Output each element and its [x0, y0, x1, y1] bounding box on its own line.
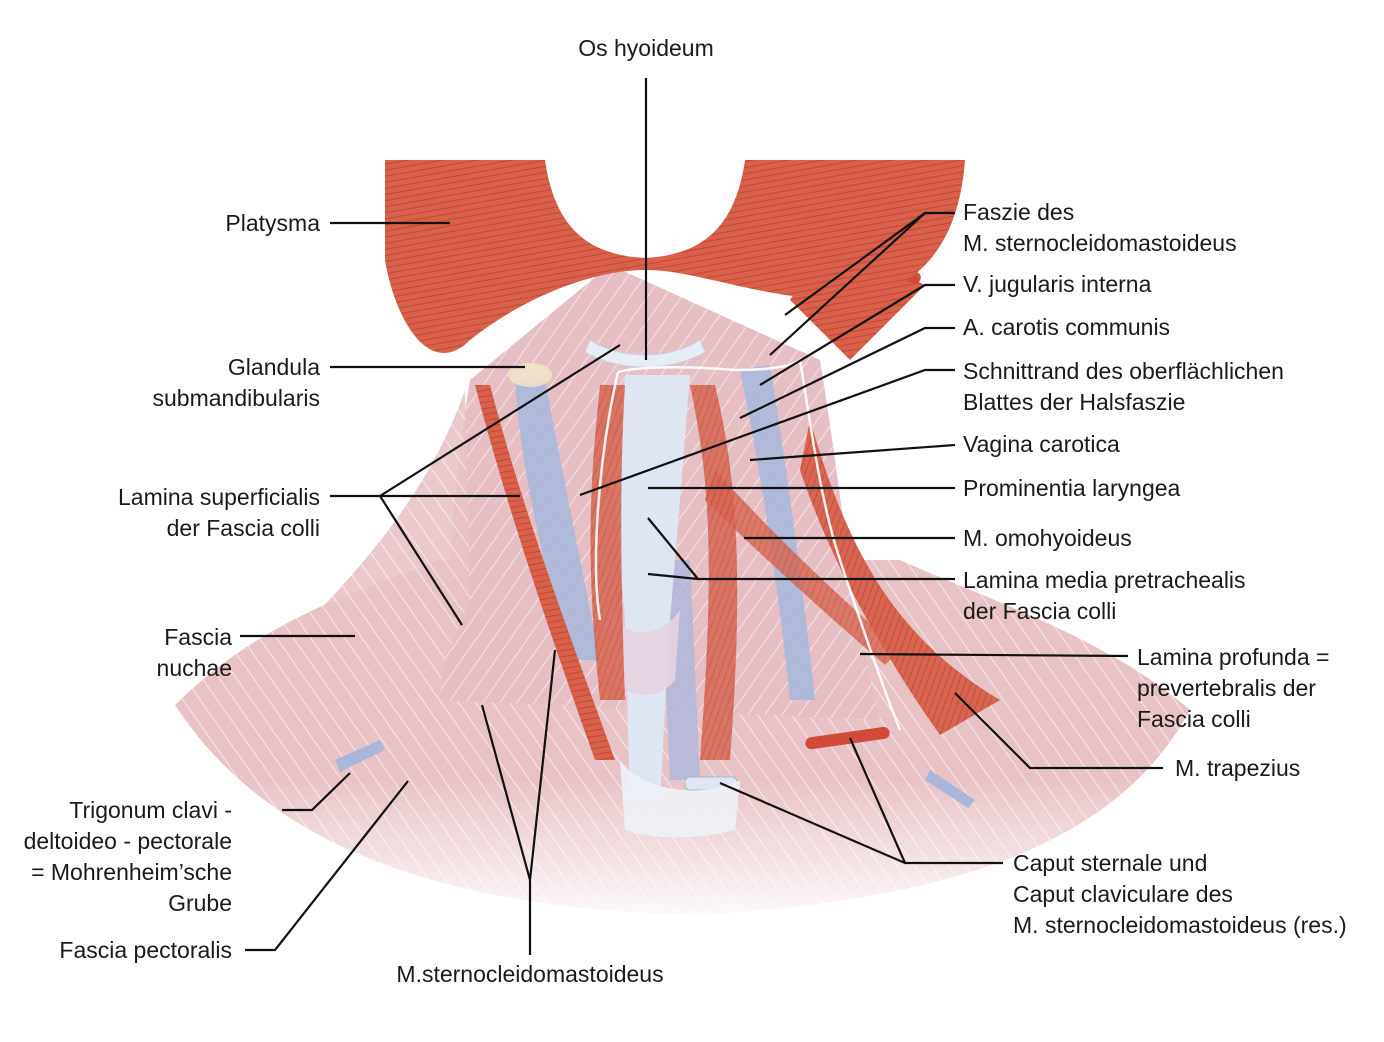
label-platysma: Platysma: [225, 210, 320, 236]
trigonum-mark-left: [335, 740, 385, 772]
strap-left: [590, 385, 625, 700]
omohyoid: [705, 470, 900, 665]
platysma-muscle: [385, 160, 965, 353]
label-fascia-nuchae: Fascia nuchae: [156, 624, 232, 681]
leader-faszie-scm-b: [769, 212, 926, 356]
label-os-hyoideum: Os hyoideum: [578, 35, 714, 61]
leader-trapezius: [954, 692, 1163, 770]
label-glandula-submandibularis: Glandula submandibularis: [152, 354, 320, 411]
leader-fascia-pectoralis: [245, 780, 409, 952]
leader-lamina-profunda: [859, 652, 1129, 658]
fascia-nuchae-region: [240, 390, 470, 720]
leader-lines: [240, 78, 1163, 955]
leader-lamina-superficialis-c: [379, 495, 463, 626]
leader-v-jugularis: [759, 283, 955, 386]
thyroid: [610, 610, 680, 695]
label-trapezius: M. trapezius: [1175, 755, 1301, 781]
glandula-submandibularis: [508, 363, 552, 387]
label-lamina-profunda: Lamina profunda = prevertebralis der Fas…: [1137, 644, 1330, 732]
leader-lamina-media-b: [647, 572, 699, 581]
fascia-line-left: [594, 371, 620, 621]
label-schnittrand: Schnittrand des oberflächlichen Blattes …: [963, 358, 1284, 415]
label-v-jugularis: V. jugularis interna: [963, 271, 1152, 297]
label-fascia-pectoralis: Fascia pectoralis: [59, 937, 232, 963]
label-caput: Caput sternale und Caput claviculare des…: [1013, 850, 1347, 938]
label-vagina-carotica: Vagina carotica: [963, 431, 1120, 457]
vein-right: [740, 365, 815, 700]
label-a-carotis: A. carotis communis: [963, 314, 1171, 340]
label-trigonum: Trigonum clavi - deltoideo - pectorale =…: [23, 797, 232, 916]
leader-a-carotis: [739, 326, 955, 419]
vein-left: [515, 380, 600, 660]
trachea: [615, 375, 690, 800]
trigonum-mark-right: [925, 770, 975, 808]
leader-schnittrand: [579, 368, 955, 497]
strap-right: [690, 385, 738, 760]
label-lamina-media: Lamina media pretrachealis der Fascia co…: [963, 567, 1246, 624]
label-omohyoideus: M. omohyoideus: [963, 525, 1132, 551]
caput-claviculare: [805, 726, 890, 750]
leader-caput-b: [719, 781, 906, 865]
scm-left: [475, 385, 615, 760]
sternum: [620, 760, 740, 838]
leader-vagina-carotica: [749, 443, 956, 462]
superficial-fascia-border: [617, 357, 902, 731]
platysma-top-left: [382, 110, 545, 160]
hyoid-bone: [584, 339, 706, 368]
leader-trigonum: [282, 772, 351, 812]
trapezius-muscle: [800, 420, 1000, 735]
label-prominentia: Prominentia laryngea: [963, 475, 1181, 501]
label-faszie-scm: Faszie des M. sternocleidomastoideus: [963, 199, 1237, 256]
leader-scm-b: [528, 649, 557, 881]
label-m-sternocleidomastoideus: M.sternocleidomastoideus: [396, 961, 664, 987]
label-lamina-superficialis: Lamina superficialis der Fascia colli: [118, 484, 320, 541]
